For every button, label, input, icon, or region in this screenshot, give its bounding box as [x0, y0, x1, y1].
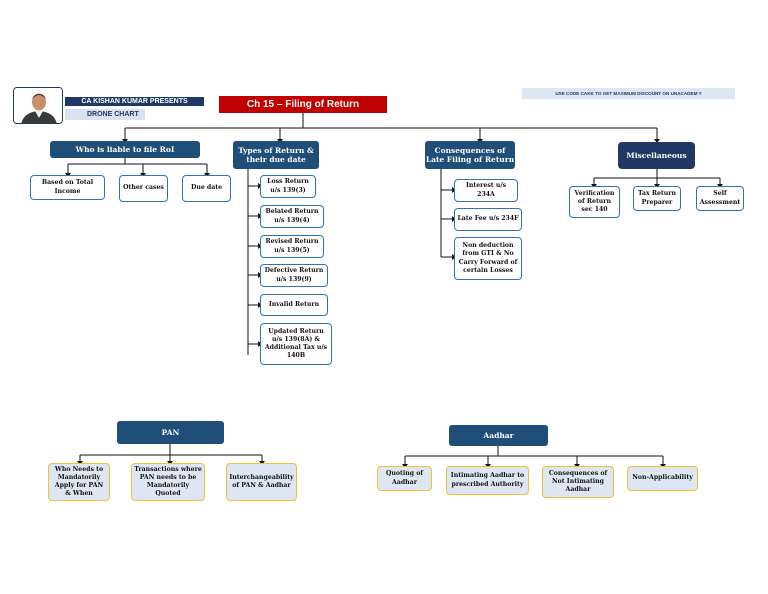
presenter-avatar [13, 87, 63, 124]
node-consequences-late-filing: Consequences of Late Filing of Return [425, 141, 515, 169]
leaf-belated-return: Belated Return u/s 139(4) [260, 205, 324, 228]
node-types-of-return: Types of Return & their due date [233, 141, 319, 169]
node-pan: PAN [117, 421, 224, 444]
leaf-consequences-not-intimating: Consequences of Not Intimating Aadhar [542, 466, 614, 498]
leaf-non-deduction-gti: Non deduction from GTI & No Carry Forwar… [454, 237, 522, 280]
node-miscellaneous: Miscellaneous [618, 142, 695, 169]
leaf-interchangeability-pan-aadhar: Interchangeability of PAN & Aadhar [226, 463, 297, 501]
drone-chart-label: DRONE CHART [65, 109, 145, 120]
leaf-tax-return-preparer: Tax Return Preparer [633, 186, 681, 211]
node-who-is-liable: Who is liable to file RoI [50, 141, 200, 158]
leaf-defective-return: Defective Return u/s 139(9) [260, 264, 328, 287]
leaf-updated-return: Updated Return u/s 139(8A) & Additional … [260, 323, 332, 365]
leaf-other-cases: Other cases [119, 175, 168, 202]
leaf-transactions-pan-quoted: Transactions where PAN needs to be Manda… [131, 463, 205, 501]
leaf-self-assessment: Self Assessment [696, 186, 744, 211]
leaf-based-on-total-income: Based on Total Income [30, 175, 105, 200]
leaf-who-needs-pan: Who Needs to Mandatorily Apply for PAN &… [48, 463, 110, 501]
presenter-banner: CA KISHAN KUMAR PRESENTS [65, 97, 204, 106]
leaf-intimating-aadhar: Intimating Aadhar to prescribed Authorit… [446, 466, 529, 495]
leaf-due-date: Due date [182, 175, 231, 202]
leaf-revised-return: Revised Return u/s 139(5) [260, 235, 324, 258]
leaf-interest-234a: Interest u/s 234A [454, 179, 518, 202]
promo-banner: USE CODE CAKK TO GET MAXIMUM DISCOUNT ON… [522, 88, 735, 99]
leaf-quoting-of-aadhar: Quoting of Aadhar [377, 466, 432, 491]
page-title: Ch 15 – Filing of Return [219, 96, 387, 113]
leaf-loss-return: Loss Return u/s 139(3) [260, 175, 316, 198]
leaf-invalid-return: Invalid Return [260, 294, 328, 316]
leaf-verification-of-return: Verification of Return sec 140 [569, 186, 620, 218]
leaf-late-fee-234f: Late Fee u/s 234F [454, 208, 522, 231]
node-aadhar: Aadhar [449, 425, 548, 446]
leaf-non-applicability: Non-Applicability [627, 466, 698, 491]
